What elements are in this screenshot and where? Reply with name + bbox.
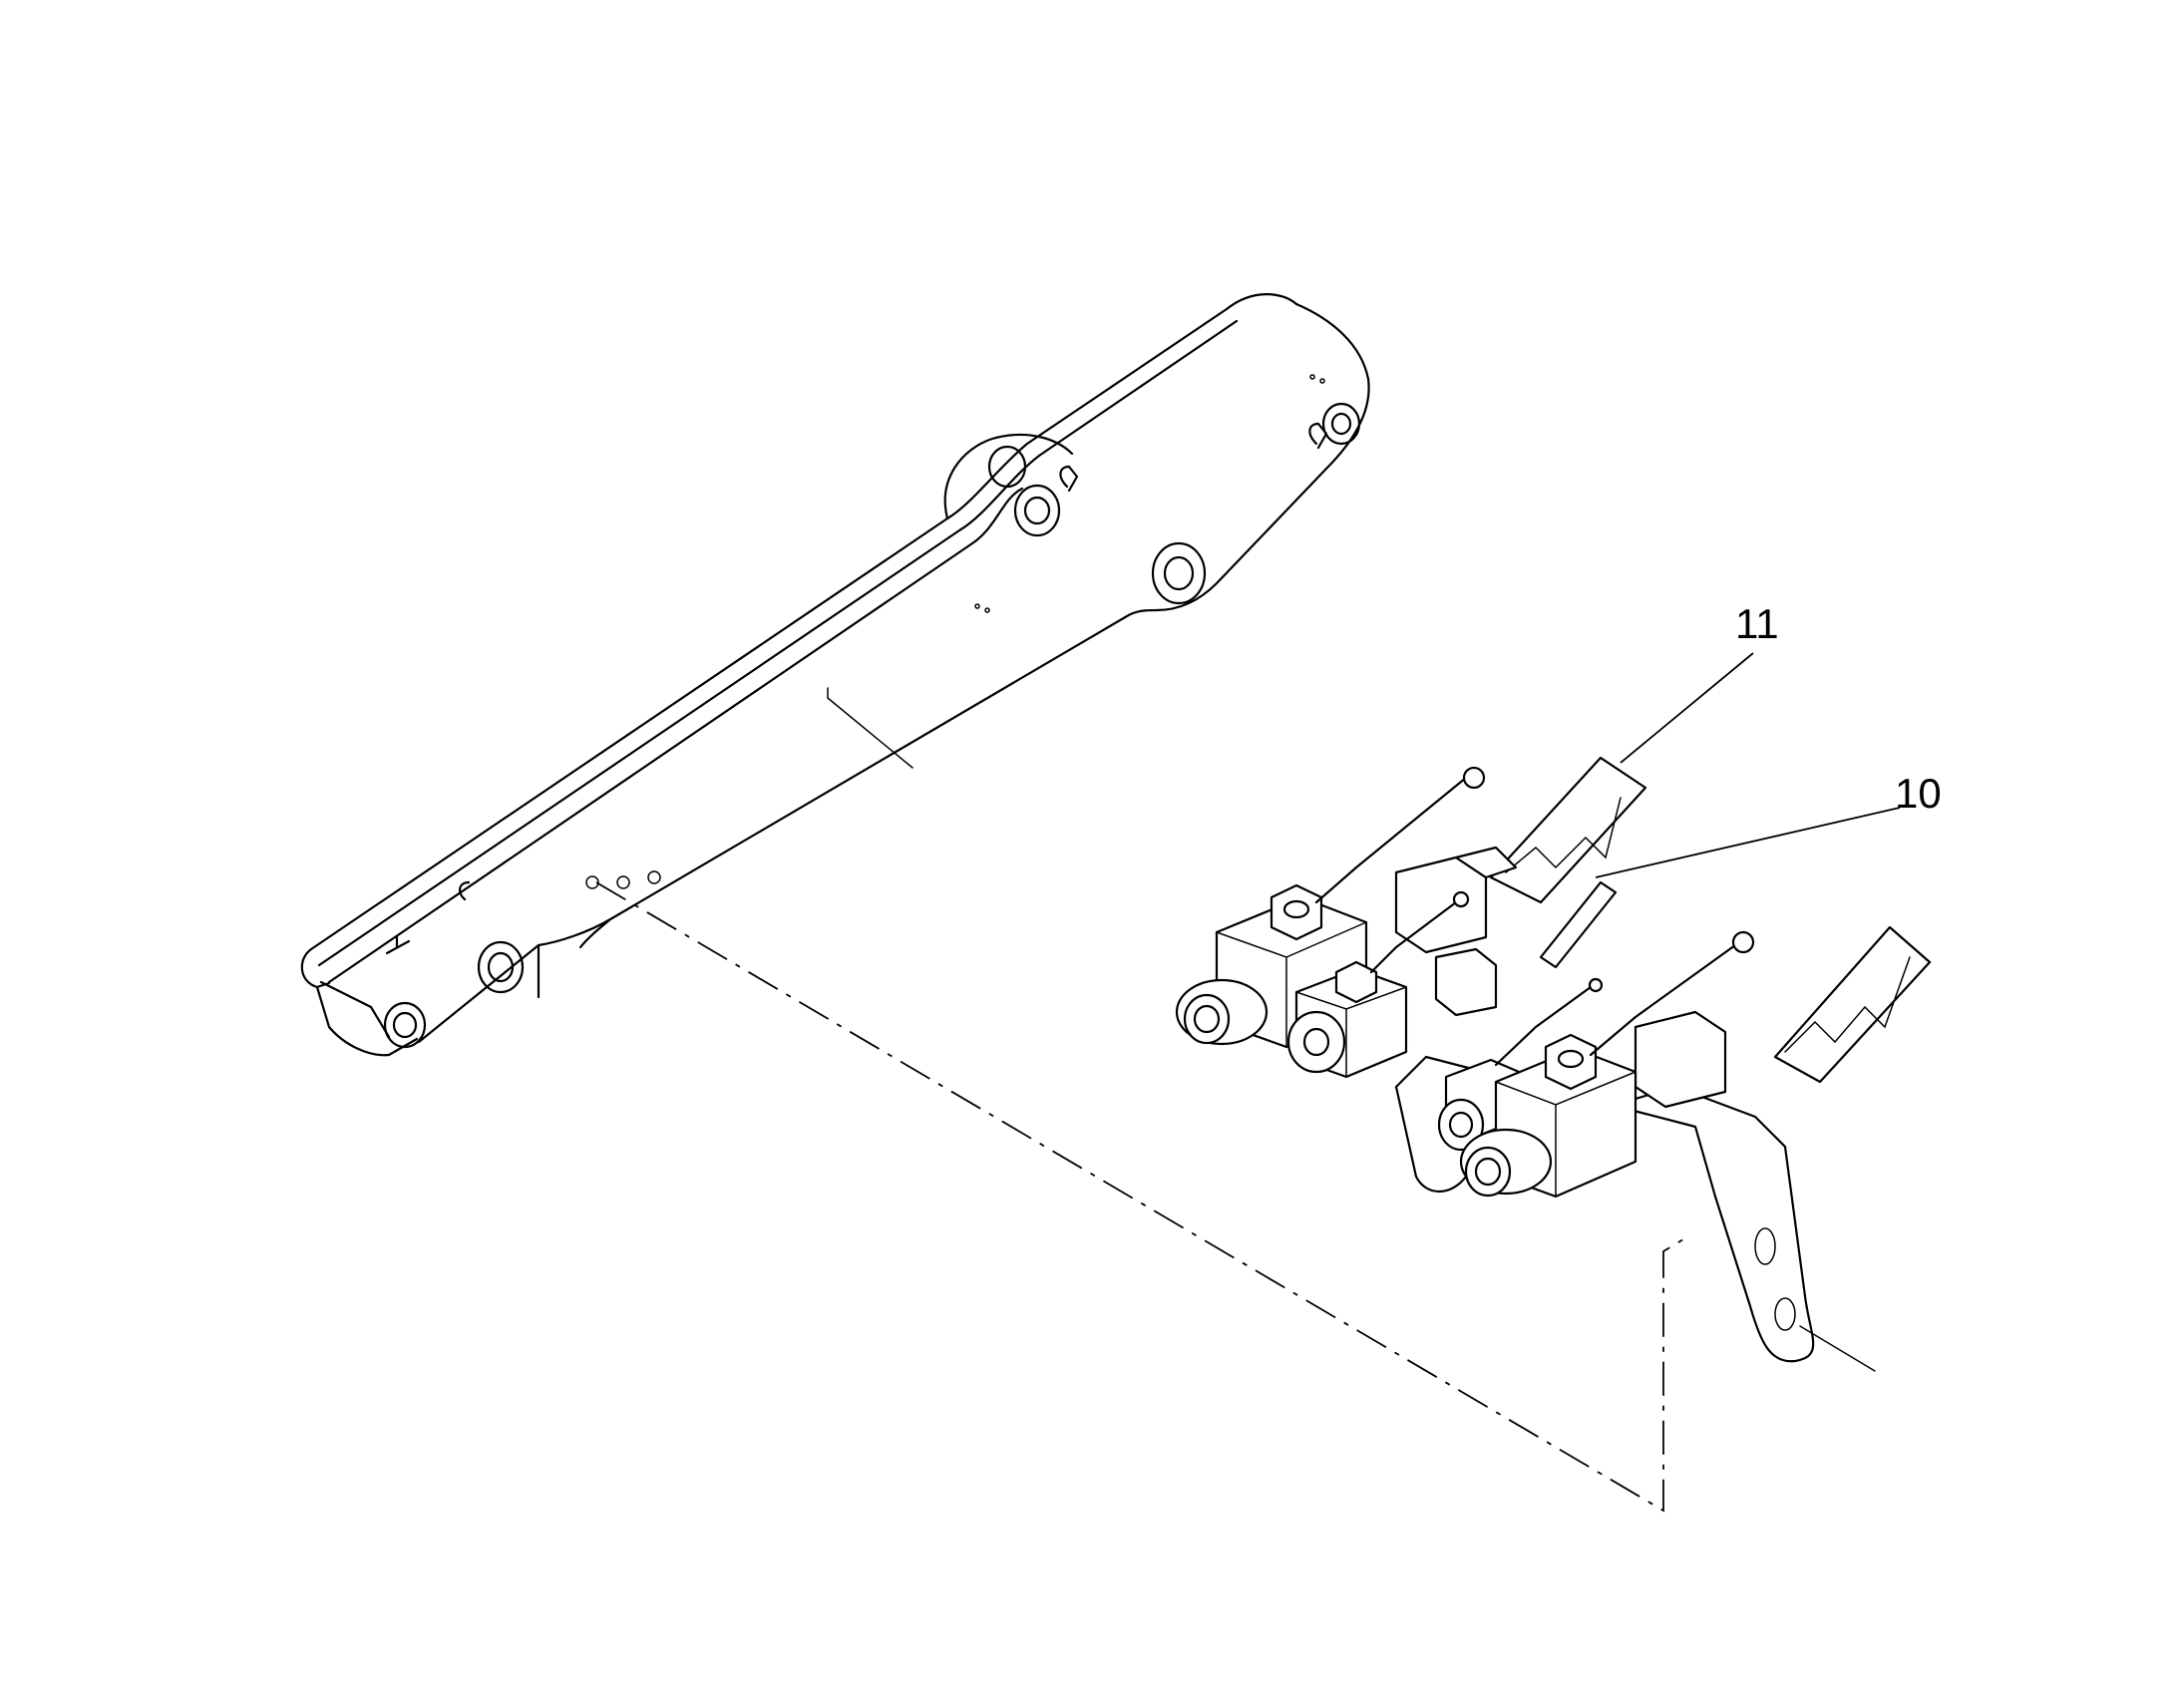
valve-assembly (1175, 756, 1932, 1372)
leader-line-10 (1595, 807, 1901, 878)
mounting-centerline (595, 881, 1684, 1513)
hose-middle (1539, 880, 1618, 969)
boom-arm (300, 293, 1370, 1057)
leader-line-11 (1620, 652, 1754, 764)
hose-lower (1773, 925, 1932, 1084)
callouts: 11 10 (1595, 600, 1942, 878)
callout-10: 10 (1895, 770, 1942, 817)
hose-upper (1489, 756, 1647, 904)
callout-11: 11 (1735, 600, 1779, 647)
